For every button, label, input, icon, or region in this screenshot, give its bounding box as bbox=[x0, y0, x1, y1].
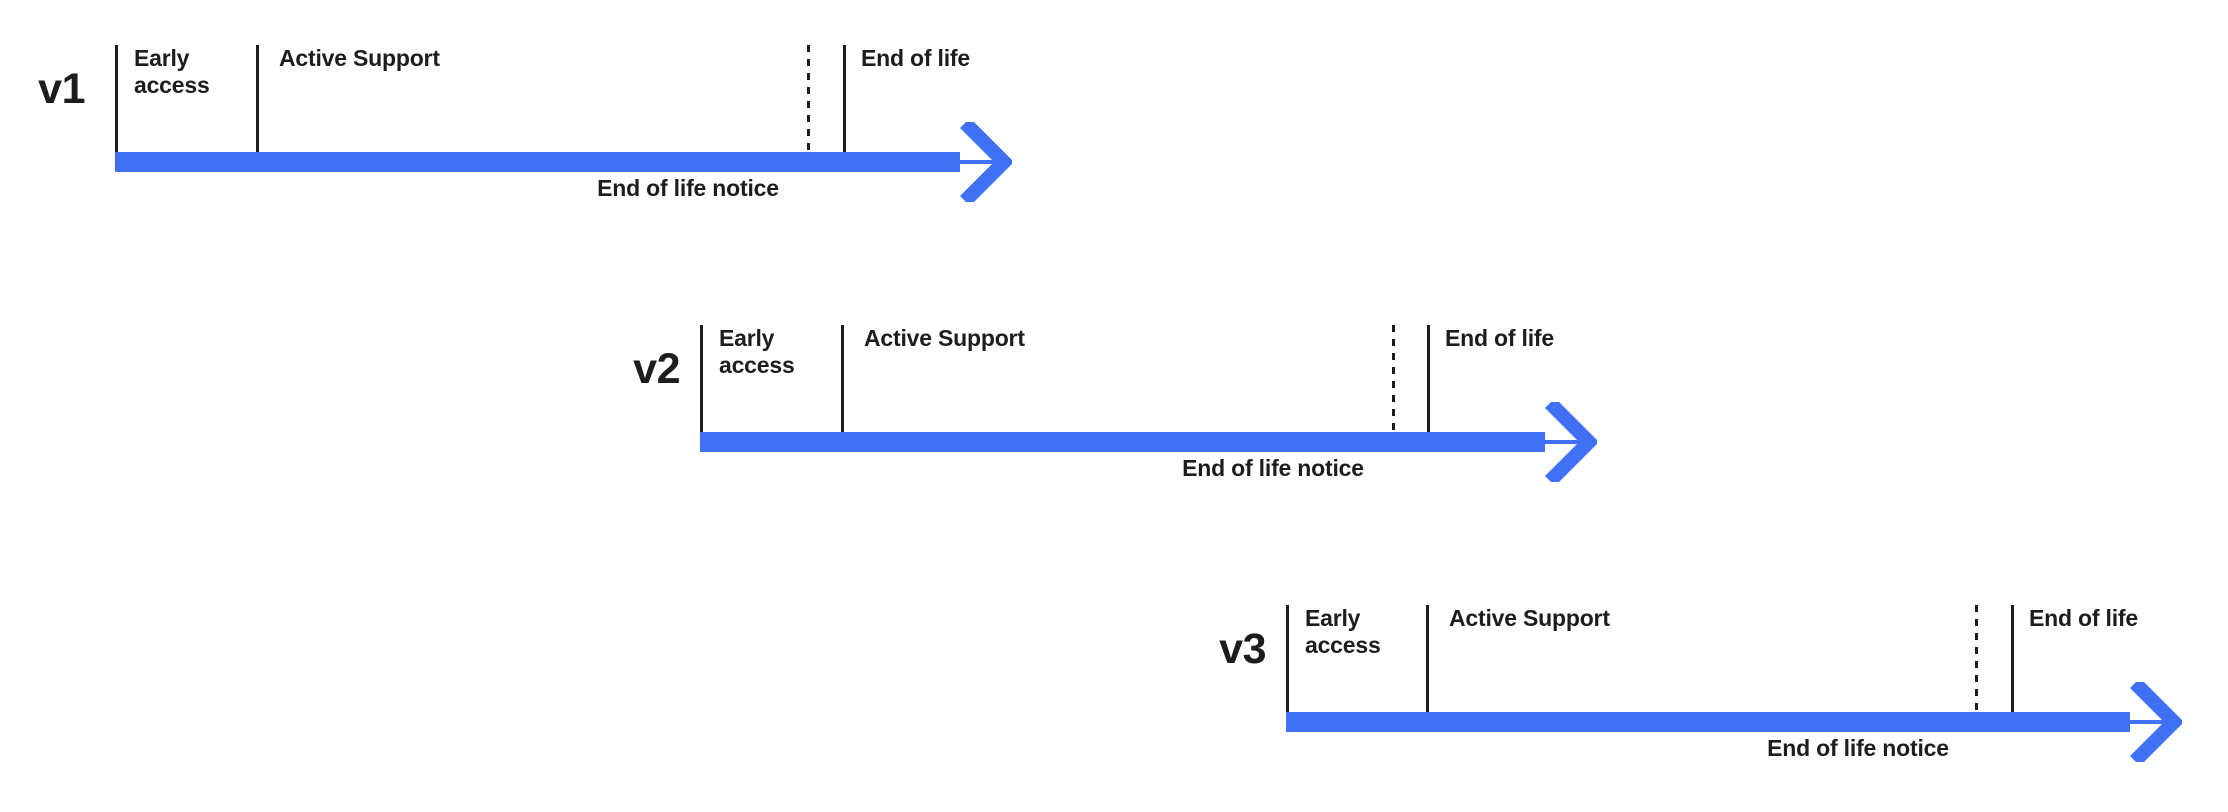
timeline-tick-v1-boundary-3 bbox=[843, 45, 846, 152]
timeline-tick-v1-notice bbox=[807, 45, 810, 152]
timeline-tick-v1-boundary-1 bbox=[256, 45, 259, 152]
timeline-tick-v3-boundary-0 bbox=[1286, 605, 1289, 712]
timeline-tick-v3-notice bbox=[1975, 605, 1978, 712]
notice-label-v1: End of life notice bbox=[597, 175, 779, 201]
arrow-head-icon-v3 bbox=[2122, 678, 2194, 766]
timeline-bar-v3 bbox=[1286, 712, 2130, 732]
timeline-bar-v2 bbox=[700, 432, 1545, 452]
timeline-tick-v2-notice bbox=[1392, 325, 1395, 432]
version-label-v2: v2 bbox=[633, 345, 680, 393]
phase-label-v3-early-access: Early access bbox=[1305, 605, 1381, 659]
phase-label-v1-early-access: Early access bbox=[134, 45, 210, 99]
timeline-tick-v2-boundary-3 bbox=[1427, 325, 1430, 432]
phase-label-v1-end-of-life: End of life bbox=[861, 45, 970, 71]
phase-label-v3-end-of-life: End of life bbox=[2029, 605, 2138, 631]
version-label-v1: v1 bbox=[38, 65, 85, 113]
phase-label-v1-active-support: Active Support bbox=[279, 45, 440, 71]
timeline-tick-v2-boundary-0 bbox=[700, 325, 703, 432]
version-label-v3: v3 bbox=[1219, 625, 1266, 673]
timeline-tick-v3-boundary-1 bbox=[1426, 605, 1429, 712]
arrow-head-icon-v1 bbox=[952, 118, 1024, 206]
notice-label-v2: End of life notice bbox=[1182, 455, 1364, 481]
timeline-tick-v3-boundary-3 bbox=[2011, 605, 2014, 712]
arrow-head-icon-v2 bbox=[1537, 398, 1609, 486]
phase-label-v2-active-support: Active Support bbox=[864, 325, 1025, 351]
timeline-tick-v1-boundary-0 bbox=[115, 45, 118, 152]
phase-label-v2-early-access: Early access bbox=[719, 325, 795, 379]
timeline-bar-v1 bbox=[115, 152, 960, 172]
notice-label-v3: End of life notice bbox=[1767, 735, 1949, 761]
phase-label-v2-end-of-life: End of life bbox=[1445, 325, 1554, 351]
phase-label-v3-active-support: Active Support bbox=[1449, 605, 1610, 631]
timeline-tick-v2-boundary-1 bbox=[841, 325, 844, 432]
